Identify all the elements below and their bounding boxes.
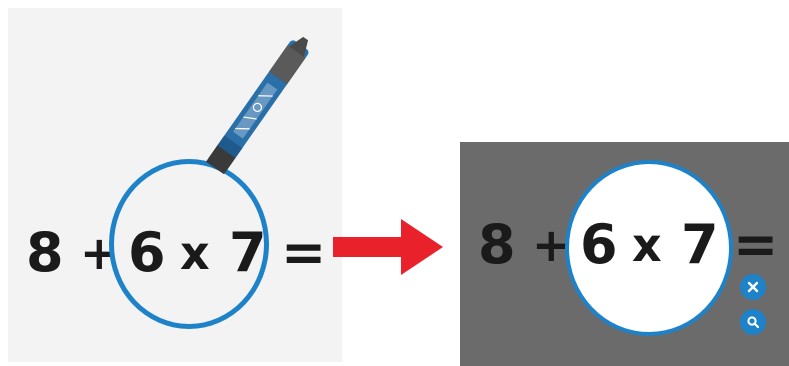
close-icon [747, 281, 759, 293]
equation-times-sign: x [632, 218, 662, 272]
drawn-circle-annotation [109, 159, 269, 329]
pen-icon [205, 36, 309, 175]
equation-first-number: 8 [478, 213, 516, 276]
search-icon [747, 316, 760, 329]
spotlight-circle[interactable] [565, 160, 733, 336]
equation-plus-sign: + [532, 218, 571, 272]
close-button[interactable] [740, 274, 766, 300]
equation-first-number: 8 [26, 221, 64, 284]
arrow-right-icon [333, 219, 443, 275]
equation-equals-sign: = [281, 221, 327, 284]
after-panel: 8 + 6 x 7 = [460, 142, 789, 366]
equation-second-number: 6 [580, 213, 618, 276]
search-button[interactable] [740, 309, 766, 335]
before-panel: 8 + 6 x 7 = [8, 8, 342, 362]
equation-third-number: 7 [681, 213, 719, 276]
equation-equals-sign: = [733, 213, 779, 276]
